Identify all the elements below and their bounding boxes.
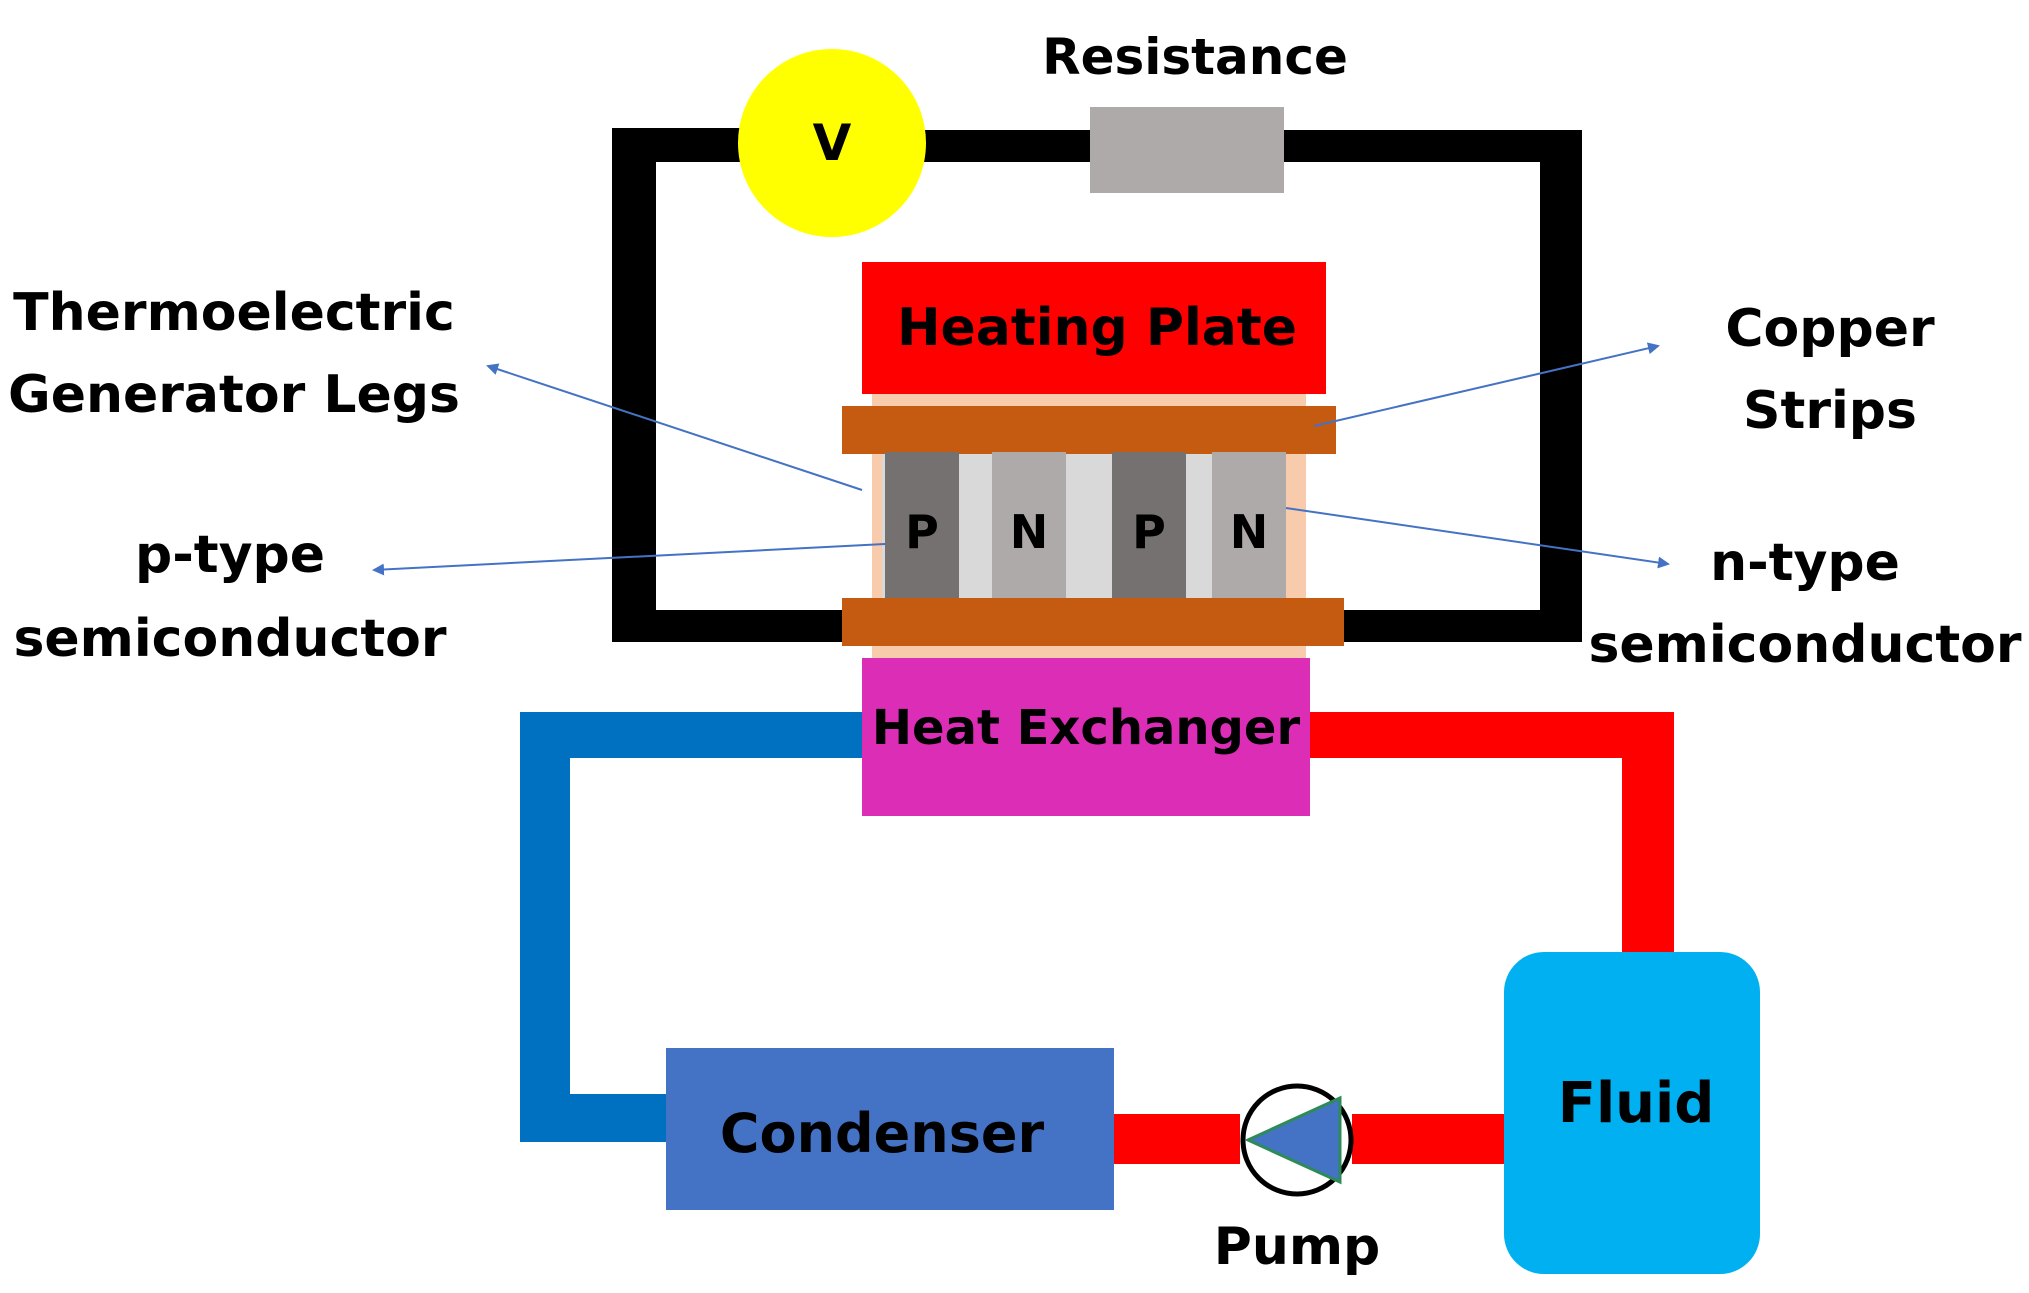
n-type-label-line2: semiconductor <box>1588 615 2021 675</box>
voltmeter-label: V <box>813 114 852 172</box>
p-leg-1 <box>885 452 959 602</box>
hot-pipe-pump-fluid <box>1352 1114 1512 1164</box>
n-leg-2 <box>1212 452 1286 602</box>
teg-legs-label-line2: Generator Legs <box>8 365 460 425</box>
voltmeter: V <box>738 49 926 237</box>
wire-right <box>1540 130 1582 642</box>
hot-pipe-right <box>1622 712 1674 958</box>
condenser-box <box>666 1048 1114 1210</box>
fluid-loop <box>520 712 1674 1164</box>
cold-pipe-top <box>520 712 865 758</box>
wire-left <box>612 128 656 642</box>
voltmeter-circle <box>738 49 926 237</box>
p-leg-1-label: P <box>905 505 939 559</box>
pointer-n-type <box>1285 507 1670 569</box>
hot-pipe-condenser-pump <box>1110 1114 1240 1164</box>
cold-pipe-bottom <box>520 1094 670 1142</box>
teg-legs-label-line1: Thermoelectric <box>13 283 455 343</box>
wire-bottom-right <box>1340 610 1582 642</box>
n-leg-2-label: N <box>1230 505 1269 559</box>
fluid-label: Fluid <box>1558 1071 1715 1136</box>
wire-bottom-left <box>612 610 842 642</box>
copper-strips-label-line1: Copper <box>1725 299 1935 359</box>
pump <box>1240 1083 1354 1197</box>
heating-plate-label: Heating Plate <box>897 298 1297 358</box>
p-leg-2-label: P <box>1132 505 1166 559</box>
teg-module: Heating Plate P N P N <box>842 262 1344 666</box>
heat-exchanger-label: Heat Exchanger <box>872 700 1301 756</box>
pointer-copper-strips <box>1313 342 1660 427</box>
p-type-label-line2: semiconductor <box>13 609 446 669</box>
pump-label: Pump <box>1214 1217 1381 1277</box>
p-type-label-line1: p-type <box>135 525 325 585</box>
pointer-teg-legs <box>486 363 863 491</box>
heating-plate <box>862 262 1326 394</box>
copper-strip-top <box>842 406 1336 454</box>
cold-pipe-left <box>520 712 570 1142</box>
copper-strips-label-line2: Strips <box>1743 381 1917 441</box>
condenser: Condenser <box>666 1048 1114 1210</box>
heat-exchanger-box <box>862 658 1310 816</box>
resistor-body <box>1090 107 1284 193</box>
wire-top-middle <box>922 130 1092 162</box>
copper-strip-bottom <box>842 598 1344 646</box>
pointer-p-type <box>372 543 886 576</box>
circuit-wire <box>612 128 1582 642</box>
fluid-tank-box <box>1504 952 1760 1274</box>
fluid-tank: Fluid <box>1504 952 1760 1274</box>
resistor <box>1090 107 1284 193</box>
heat-exchanger: Heat Exchanger <box>862 658 1310 816</box>
n-type-label-line1: n-type <box>1710 533 1900 593</box>
condenser-label: Condenser <box>720 1102 1045 1165</box>
pump-triangle-icon <box>1244 1095 1342 1185</box>
wire-top-right <box>1282 130 1582 162</box>
resistance-label: Resistance <box>1042 28 1348 86</box>
annotation-pointers <box>372 342 1670 576</box>
n-leg-1-label: N <box>1010 505 1049 559</box>
n-leg-1 <box>992 452 1066 602</box>
hot-pipe-top <box>1308 712 1674 758</box>
p-leg-2 <box>1112 452 1186 602</box>
